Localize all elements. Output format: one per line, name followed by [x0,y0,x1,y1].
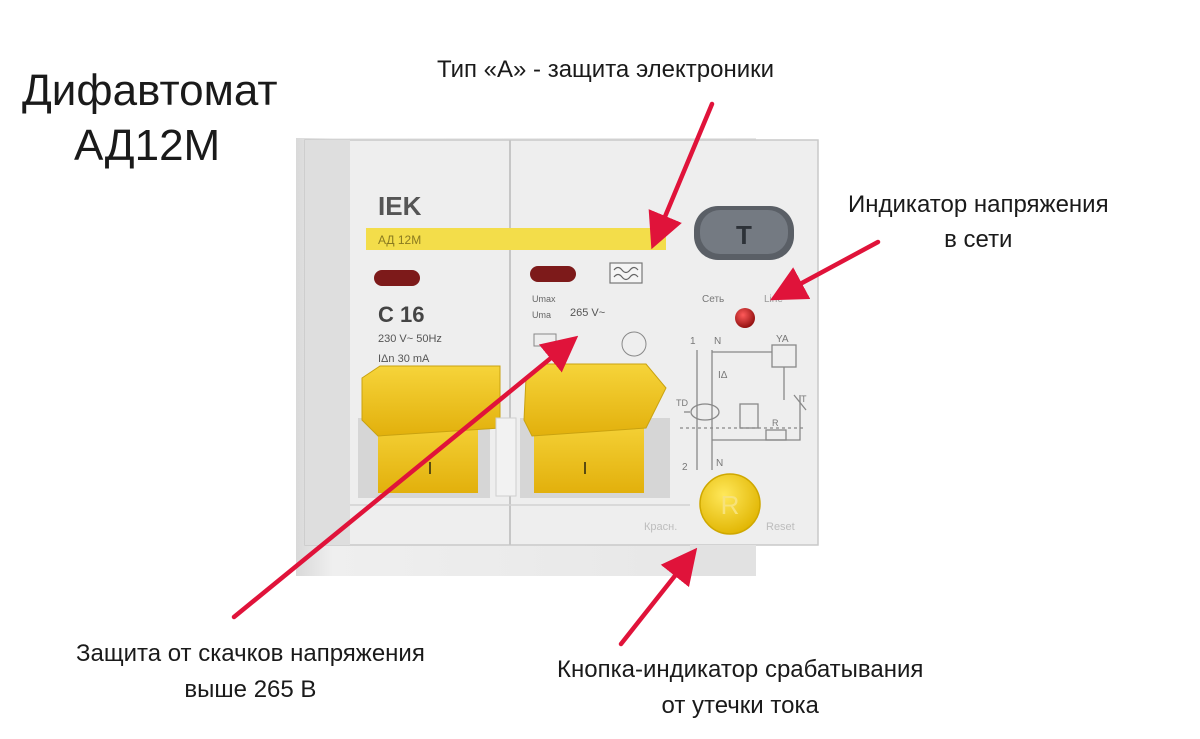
device-foot [690,545,756,576]
annotation-indicator-line-1: Индикатор напряжения [848,191,1109,218]
arrow-type-a [648,101,715,250]
annotation-surge: Защита от скачков напряжения выше 265 В [76,636,425,708]
led-label-left: Сеть [702,294,724,305]
title-line-1: Дифавтомат [22,66,278,115]
temperature-icon [621,331,647,357]
annotation-surge-line-1: Защита от скачков напряжения [76,640,425,667]
annotation-indicator-line-2: в сети [944,225,1013,253]
current-spec: IΔn 30 mA [378,353,430,365]
annotation-button-line-2: от утечки тока [661,692,819,719]
annotation-indicator: Индикатор напряжения в сети [848,188,1109,258]
diagram-label-r: R [772,418,779,428]
diagram-label-1: 1 [690,336,696,347]
reset-button-label: R [721,490,740,520]
test-button[interactable]: T [694,206,794,260]
footer-label-right: Reset [766,521,795,533]
status-window-left [374,270,420,286]
brand-logo: IEK [378,191,422,221]
annotation-button-line-1: Кнопка-индикатор срабатывания [557,656,924,683]
arrow-reset [618,547,698,647]
diagram-label-t: T [801,394,807,404]
title-line-2: АД12М [74,120,221,170]
diagram-label-ya: YA [776,334,789,345]
status-window-right [530,266,576,282]
diagram-title: Дифавтомат АД12М [22,64,278,173]
diagram-label-n-top: N [714,336,721,347]
annotation-type-a: Тип «А» - защита электроники [437,56,775,83]
arrow-surge [231,335,579,620]
annotation-arrows [231,101,881,647]
reset-button[interactable]: R [699,473,761,535]
voltage-spec: 230 V~ 50Hz [378,333,442,345]
test-button-label: T [736,220,752,250]
model-label: АД 12М [378,233,421,247]
arrow-indicator [770,239,881,301]
annotation-surge-line-2: выше 265 В [184,676,317,703]
diagram-label-n-bottom: N [716,458,723,469]
device-side [305,140,350,545]
u-label-2: Uma [532,310,551,320]
toggle-link-bar [495,417,517,497]
footer-label-left: Красн. [644,521,677,533]
voltage-led [735,308,755,328]
u-label-1: Umax [532,294,556,304]
annotation-button: Кнопка-индикатор срабатывания от утечки … [557,652,923,724]
model-label-strip [366,228,666,250]
wiring-diagram [680,344,807,470]
max-voltage-spec: 265 V~ [570,307,605,319]
rating-label: С 16 [378,302,424,327]
diagram-label-2: 2 [682,462,688,473]
diagram-label-td: TD [676,398,688,408]
type-a-symbol-icon [609,262,643,284]
breaker-toggle-left[interactable] [358,365,501,498]
diagram-label-idelta: IΔ [718,370,728,381]
breaker-toggle-right[interactable] [520,363,670,498]
